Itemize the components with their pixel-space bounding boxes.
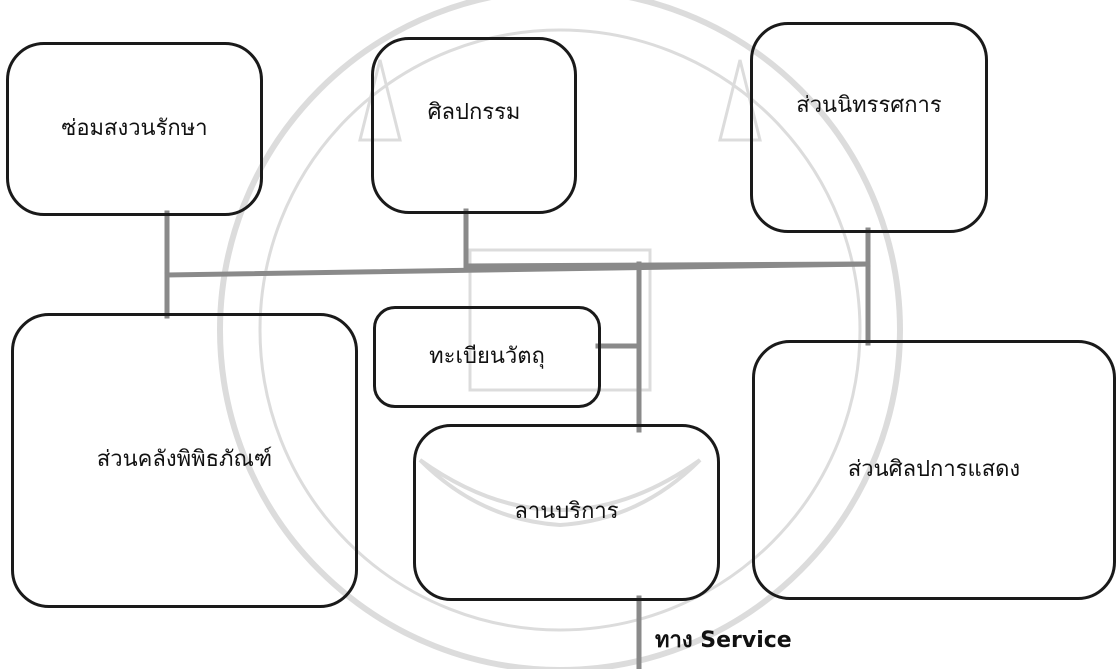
box-performing-arts: ส่วนศิลปการแสดง [752,340,1116,600]
box-art-label: ศิลปกรรม [427,100,521,125]
box-registration: ทะเบียนวัตถุ [373,306,601,408]
box-storage: ส่วนคลังพิพิธภัณฑ์ [11,313,358,608]
box-service-yard: ลานบริการ [413,424,720,601]
box-storage-label: ส่วนคลังพิพิธภัณฑ์ [96,447,273,473]
box-exhibition-label: ส่วนนิทรรศการ [796,93,942,118]
box-repair-restoration-label: ซ่อมสงวนรักษา [61,115,208,141]
box-exhibition: ส่วนนิทรรศการ [750,22,988,233]
connector-lines [164,208,871,669]
box-art: ศิลปกรรม [371,37,577,214]
box-service-yard-label: ลานบริการ [514,499,619,525]
box-performing-arts-label: ส่วนศิลปการแสดง [847,456,1021,482]
service-entry-label: ทาง Service [655,628,792,653]
box-repair-restoration: ซ่อมสงวนรักษา [6,42,263,216]
box-registration-label: ทะเบียนวัตถุ [429,343,545,369]
connector-right-bus [463,261,871,269]
